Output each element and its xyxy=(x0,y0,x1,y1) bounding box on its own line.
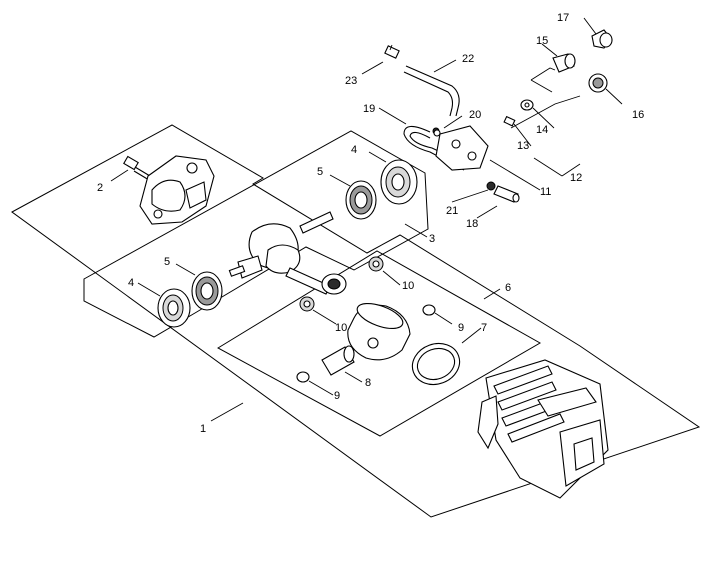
callout-16: 16 xyxy=(632,109,644,121)
cap-17-part xyxy=(591,29,613,49)
callout-17: 17 xyxy=(557,12,569,24)
callout-5a: 5 xyxy=(317,166,323,178)
plug-15-part xyxy=(552,53,576,73)
screw-13-part xyxy=(503,115,516,127)
callout-15: 15 xyxy=(536,35,548,47)
fitting-23-part xyxy=(384,44,400,59)
piston-pin-part xyxy=(321,345,355,376)
callout-labels: 1 2 3 4 4 5 5 6 7 8 9 9 10 10 11 12 13 1… xyxy=(97,12,644,435)
callout-5b: 5 xyxy=(164,256,170,268)
cylinder-part xyxy=(477,359,609,499)
pin-18-part xyxy=(493,185,520,203)
callout-12: 12 xyxy=(570,172,582,184)
needle-bearing-10-upper-part xyxy=(368,256,384,272)
piston-ring-part xyxy=(411,342,461,386)
bearing-5-upper-part xyxy=(345,180,377,220)
circlip-9-upper-part xyxy=(422,304,436,316)
crankshaft-part xyxy=(228,211,347,295)
callout-22: 22 xyxy=(462,53,474,65)
callout-20: 20 xyxy=(469,109,481,121)
callout-10a: 10 xyxy=(402,280,414,292)
callout-4b: 4 xyxy=(128,277,134,289)
fuel-line-22-part xyxy=(403,65,460,117)
callout-7: 7 xyxy=(481,322,487,334)
circlip-9-lower-part xyxy=(296,371,310,383)
bearing-4-upper-part xyxy=(380,159,418,205)
callout-3: 3 xyxy=(429,233,435,245)
callout-19: 19 xyxy=(363,103,375,115)
callout-8: 8 xyxy=(365,377,371,389)
callout-18: 18 xyxy=(466,218,478,230)
cap-16-part xyxy=(588,73,608,93)
callout-9b: 9 xyxy=(334,390,340,402)
oil-pump-body-part xyxy=(432,125,489,171)
group-3-outline xyxy=(83,130,429,338)
ring-21-part xyxy=(486,181,496,191)
piston-part xyxy=(347,302,411,361)
bearing-5-lower-part xyxy=(191,271,223,311)
o-ring-20-part xyxy=(433,129,441,137)
callout-1: 1 xyxy=(200,423,206,435)
leader-lines xyxy=(110,17,623,422)
callout-23: 23 xyxy=(345,75,357,87)
crankcase-bolt-part xyxy=(123,155,151,181)
washer-14-part xyxy=(520,99,534,111)
callout-14: 14 xyxy=(536,124,548,136)
needle-bearing-10-lower-part xyxy=(299,296,315,312)
callout-10b: 10 xyxy=(335,322,347,334)
callout-21: 21 xyxy=(446,205,458,217)
crankcase-half-part xyxy=(139,155,215,225)
callout-11: 11 xyxy=(540,186,551,198)
callout-13: 13 xyxy=(517,140,529,152)
bearing-4-lower-part xyxy=(157,288,191,328)
callout-9a: 9 xyxy=(458,322,464,334)
callout-6: 6 xyxy=(505,282,511,294)
callout-4a: 4 xyxy=(351,144,357,156)
callout-2: 2 xyxy=(97,182,103,194)
